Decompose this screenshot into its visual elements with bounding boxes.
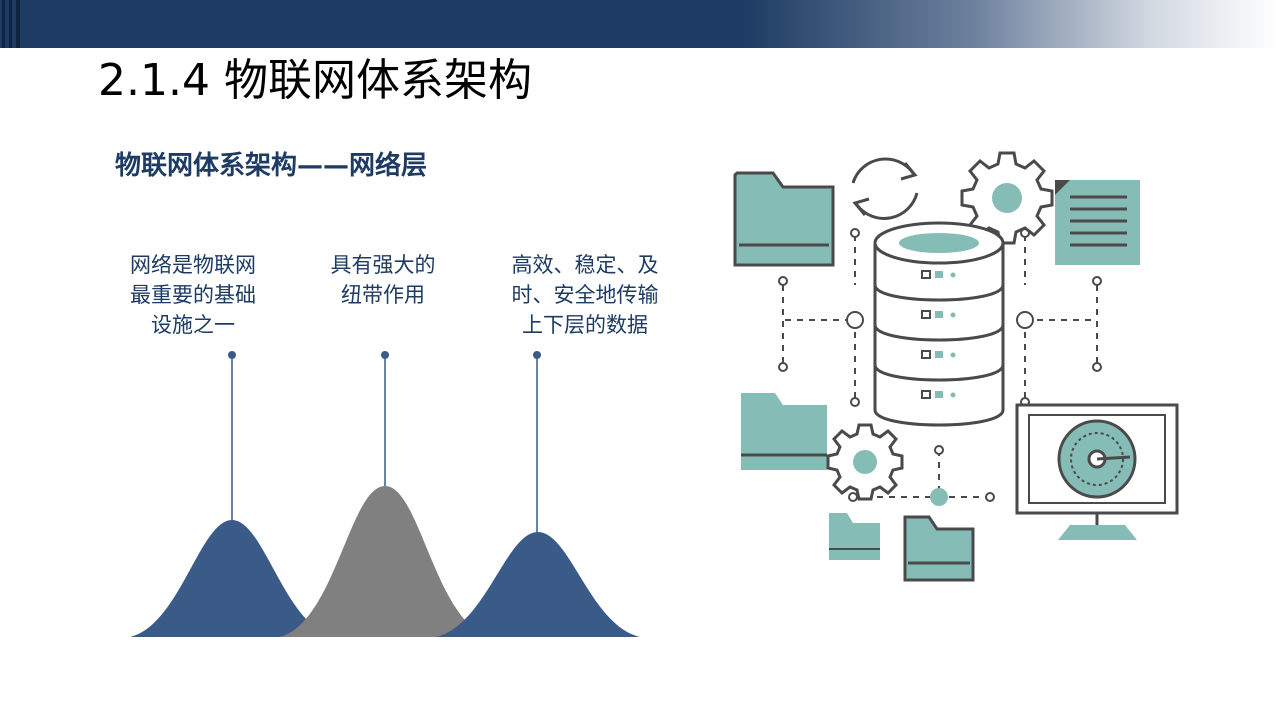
- bell-curve-right: [436, 532, 640, 637]
- bell-curve-left: [130, 520, 334, 637]
- caption-line: 时、安全地传输: [511, 283, 659, 307]
- folder-icon: [733, 171, 835, 267]
- caption-data-transfer: 高效、稳定、及 时、安全地传输 上下层的数据: [490, 250, 680, 340]
- pointer-dot: [228, 351, 236, 359]
- caption-line: 网络是物联网: [130, 253, 256, 277]
- gear-icon: [826, 423, 904, 501]
- caption-line: 具有强大的: [330, 253, 436, 277]
- caption-line: 上下层的数据: [522, 313, 648, 337]
- server-database-icon: [873, 221, 1005, 427]
- connector-nodes: [778, 228, 1102, 502]
- caption-line: 高效、稳定、及: [511, 253, 659, 277]
- pointer-dot: [533, 351, 541, 359]
- caption-line: 最重要的基础: [130, 283, 256, 307]
- bell-curves-graphic: [130, 351, 640, 637]
- bell-curve-center: [280, 486, 490, 637]
- folder-icon: [741, 393, 827, 470]
- caption-line: 纽带作用: [341, 283, 425, 307]
- refresh-icon: [851, 157, 919, 220]
- monitor-gauge-icon: [1015, 403, 1179, 540]
- caption-link-role: 具有强大的 纽带作用: [288, 250, 478, 310]
- connector-hub-node: [930, 488, 948, 506]
- header-accent-stripe: [2, 0, 5, 48]
- section-subtitle: 物联网体系架构——网络层: [115, 151, 428, 181]
- slide-title: 2.1.4 物联网体系架构: [98, 55, 532, 106]
- header-bar: [0, 0, 1280, 48]
- folder-icon: [903, 515, 975, 582]
- pointer-dot: [381, 351, 389, 359]
- header-accent-stripe: [9, 0, 12, 48]
- network-illustration: [733, 151, 1179, 582]
- caption-network-infrastructure: 网络是物联网 最重要的基础 设施之一: [98, 250, 288, 340]
- gear-icon: [960, 151, 1054, 245]
- header-accent-stripe: [16, 0, 20, 48]
- folder-icon: [829, 513, 880, 560]
- document-icon: [1055, 180, 1140, 265]
- caption-line: 设施之一: [151, 313, 235, 337]
